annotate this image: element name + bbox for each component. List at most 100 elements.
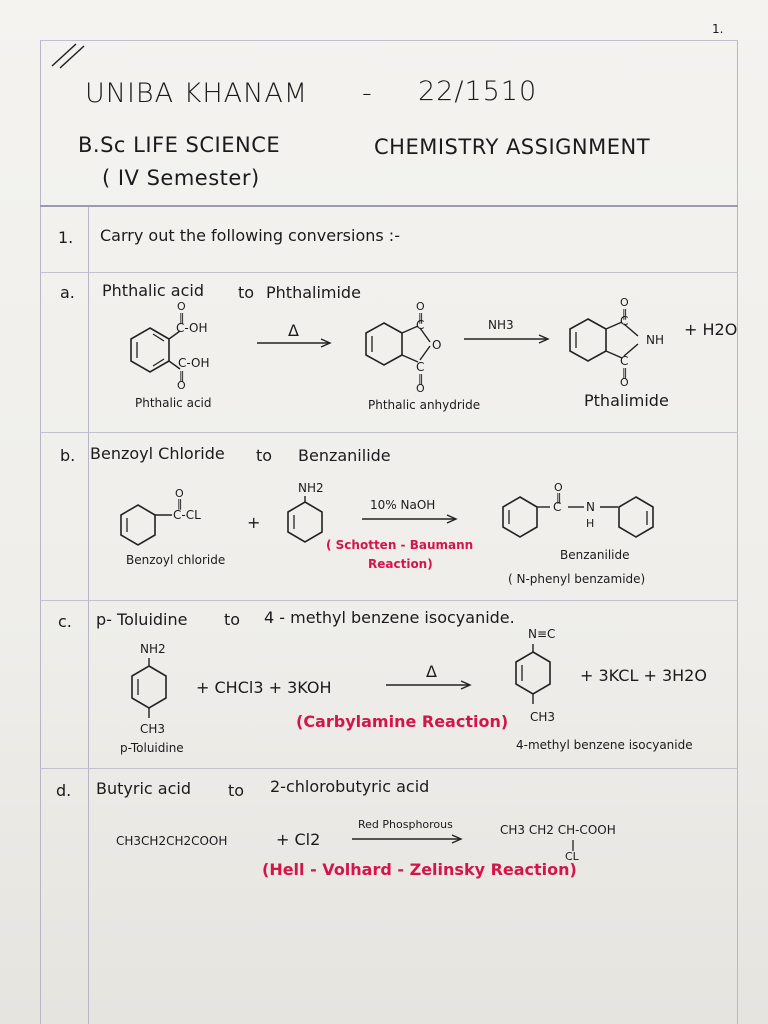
double-bond-mark: ‖ [418, 311, 424, 324]
reactants: + CHCl3 + 3KOH [196, 678, 332, 697]
aniline-ring-icon [284, 496, 330, 544]
part-title-to: Benzanilide [298, 446, 391, 465]
group-label: O [416, 300, 425, 313]
group-label: O [432, 338, 442, 352]
part-title-to-word: to [256, 446, 273, 465]
rule-line [40, 600, 738, 601]
part-title-from: Butyric acid [96, 779, 191, 798]
semester: ( IV Semester) [102, 166, 260, 190]
part-title-to: 2-chlorobutyric acid [270, 777, 430, 796]
reagent: Δ [288, 321, 299, 340]
question-text: Carry out the following conversions :- [100, 226, 400, 245]
group-label: O [620, 296, 629, 309]
double-bond-mark: ‖ [622, 366, 628, 379]
imide-ring-icon [566, 316, 646, 366]
reaction-name: Reaction) [368, 557, 433, 571]
double-bond-mark: ‖ [179, 311, 185, 324]
reactant-2: + Cl2 [276, 830, 321, 849]
group-label: NH2 [140, 642, 166, 656]
isocyanide-ring-icon [512, 644, 556, 708]
reaction-arrow-icon [255, 338, 333, 348]
toluidine-ring-icon [128, 658, 172, 722]
bond-line-icon [570, 840, 576, 852]
page-number: 1. [712, 22, 724, 36]
part-title-from: p- Toluidine [96, 610, 188, 629]
margin-line-inner [88, 205, 89, 1024]
product-substituent: CL [565, 850, 579, 863]
reagent: Δ [426, 662, 437, 681]
group-label: O [177, 379, 186, 392]
reaction-arrow-icon [462, 334, 552, 344]
reactant: CH3CH2CH2COOH [116, 834, 228, 848]
assignment-title: CHEMISTRY ASSIGNMENT [374, 135, 651, 159]
reagent: Red Phosphorous [358, 818, 453, 831]
double-bond-mark: ‖ [556, 491, 562, 504]
header-dash: - [362, 78, 373, 109]
reaction-arrow-icon [360, 514, 460, 524]
group-label: O [620, 376, 629, 389]
group-label: C [416, 360, 425, 374]
rule-line [40, 768, 738, 769]
part-title-to-word: to [228, 781, 245, 800]
compound-alt-name: ( N-phenyl benzamide) [508, 572, 646, 586]
byproduct: + H2O [684, 320, 738, 339]
group-label: C [416, 318, 425, 332]
group-label: C-OH [176, 321, 208, 335]
group-label: O [416, 382, 425, 395]
group-label: NH2 [298, 481, 324, 495]
benzene-ring-icon [125, 325, 175, 375]
compound-name: 4-methyl benzene isocyanide [516, 738, 693, 752]
group-label: CH3 [530, 710, 556, 724]
group-label: O [554, 481, 563, 494]
group-label: C-OH [178, 356, 210, 370]
group-label: O [177, 300, 186, 313]
question-number: 1. [58, 228, 74, 247]
part-title-to: Phthalimide [266, 283, 361, 302]
header-divider [40, 205, 738, 207]
group-label: NH [646, 333, 664, 347]
roll-number: 22/1510 [418, 76, 538, 107]
margin-line-left [40, 40, 41, 1024]
part-label: d. [56, 781, 72, 800]
rule-line [40, 40, 738, 41]
benzene-ring-icon [118, 502, 178, 548]
part-title-to-word: to [238, 283, 255, 302]
benzanilide-structure-icon [500, 494, 700, 538]
part-label: b. [60, 446, 76, 465]
group-label: O [175, 487, 184, 500]
compound-name: Benzanilide [560, 548, 630, 562]
reaction-name: (Hell - Volhard - Zelinsky Reaction) [262, 860, 577, 879]
compound-name: p-Toluidine [120, 741, 184, 755]
double-bond-mark: ‖ [177, 497, 183, 510]
margin-line-right [737, 40, 738, 1024]
group-label: C [620, 314, 629, 328]
part-title-to-word: to [224, 610, 241, 629]
reaction-name: (Carbylamine Reaction) [296, 712, 509, 731]
reaction-arrow-icon [384, 680, 474, 690]
part-label: c. [58, 612, 72, 631]
reagent: 10% NaOH [370, 498, 436, 512]
part-label: a. [60, 283, 75, 302]
compound-name: Benzoyl chloride [126, 553, 226, 567]
course-title: B.Sc LIFE SCIENCE [78, 133, 281, 157]
group-label: C [553, 500, 562, 514]
corner-mark-icon [48, 40, 88, 70]
compound-name: Phthalic anhydride [368, 398, 481, 412]
group-label: CH3 [140, 722, 166, 736]
student-name: UNIBA KHANAM [85, 78, 309, 109]
group-label: C-CL [173, 508, 201, 522]
part-title-to: 4 - methyl benzene isocyanide. [264, 608, 515, 627]
products: + 3KCL + 3H2O [580, 666, 707, 685]
rule-line [40, 432, 738, 433]
group-label: C [620, 354, 629, 368]
product: CH3 CH2 CH-COOH [500, 823, 616, 837]
reaction-name: ( Schotten - Baumann [326, 538, 474, 552]
part-title-from: Benzoyl Chloride [90, 444, 225, 463]
group-label: N≡C [528, 627, 556, 641]
reagent: NH3 [488, 318, 514, 332]
double-bond-mark: ‖ [622, 307, 628, 320]
group-label: H [586, 517, 595, 530]
plus-sign: + [247, 513, 261, 532]
compound-name: Phthalic acid [135, 396, 212, 410]
